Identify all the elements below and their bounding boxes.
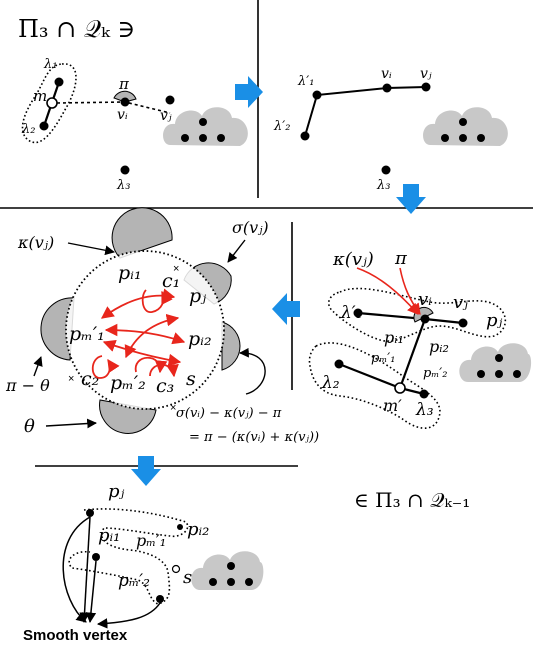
label-lambda3-4: λ₃ [415, 400, 434, 420]
label-lambda3-2: λ₃ [376, 178, 390, 193]
label-p-m1-5: pₘ′₁ [136, 531, 166, 550]
panel-2: λ′₁ λ′₂ vᵢ vⱼ λ₃ [273, 66, 508, 193]
label-p-i2: pᵢ₂ [188, 328, 212, 350]
flow-arrow-down-1 [396, 184, 426, 214]
sector-left [40, 297, 75, 361]
label-c2: c₂ [81, 368, 99, 390]
label-lambda2p: λ′₂ [273, 119, 290, 134]
svg-text:×: × [68, 373, 74, 385]
label-p-i1-5: pᵢ₁ [98, 525, 120, 546]
label-lambda1: λ₁ [43, 57, 57, 72]
label-lambda2-4: λ₂ [321, 373, 340, 393]
lambda-cluster-outline [21, 63, 77, 144]
vj-node-4 [458, 318, 468, 328]
path-outline [68, 508, 189, 605]
lambda3-node-4 [419, 389, 429, 399]
label-p-j: pⱼ [189, 285, 206, 307]
lambda3-node [120, 165, 130, 175]
red-flow-curves [91, 288, 186, 379]
label-sigma-vj: σ(vⱼ) [232, 218, 269, 237]
label-p-j-5: pⱼ [108, 481, 125, 502]
label-lambda1p: λ′₁ [297, 74, 314, 89]
label-pi-4: π [394, 248, 408, 269]
label-p-i2-4: pᵢ₂ [429, 337, 449, 356]
label-vi: vᵢ [117, 107, 128, 123]
label-pi-minus-theta: π − θ [5, 376, 50, 395]
label-lambda3: λ₃ [116, 178, 130, 193]
vi-node-4 [420, 314, 430, 324]
label-theta: θ [24, 416, 35, 437]
lambda2-node [39, 121, 49, 131]
label-p-m1-4: pₘ′₁ [371, 351, 395, 366]
vj-node-2 [421, 82, 431, 92]
p-j-node-5 [86, 509, 94, 517]
label-p-m2: pₘ′₂ [110, 372, 146, 394]
label-vj: vⱼ [160, 108, 172, 124]
upper-dotted-region [327, 287, 507, 342]
label-p-m1: pₘ′₁ [69, 323, 105, 345]
svg-text:×: × [170, 402, 176, 414]
label-m: m [33, 87, 47, 105]
p-m2-node-5 [156, 595, 164, 603]
cloud-icon [191, 551, 264, 590]
vj-node [165, 95, 175, 105]
sector-right [221, 321, 241, 371]
label-p-i1: pᵢ₁ [118, 262, 142, 284]
formula-line-2: = π − (κ(vᵢ) + κ(vⱼ)) [189, 430, 319, 445]
vi-node [120, 97, 130, 107]
label-c3: c₃ [156, 375, 174, 397]
label-vj-2: vⱼ [420, 66, 432, 82]
panel-5-heading: ∈ Π₃ ∩ 𝒬ₖ₋₁ [354, 488, 470, 512]
label-p-j-4: pⱼ [486, 310, 503, 331]
panel-1: Π₃ ∩ 𝒬ₖ ∋ λ₁ m λ₂ π vᵢ vⱼ λ₃ [18, 15, 248, 193]
label-c1: c₁ [162, 270, 180, 292]
panel-4: κ(vⱼ) π vᵢ vⱼ λ′₁ pⱼ pᵢ₁ pᵢ₂ pₘ′₁ pₘ′₂ λ… [308, 248, 532, 429]
flow-arrow-right [235, 76, 263, 108]
label-vi-2: vᵢ [381, 66, 392, 82]
label-vi-4: vᵢ [418, 289, 432, 310]
lambda3-node-2 [381, 165, 391, 175]
sector-top-left [111, 207, 173, 259]
cloud-icon [423, 107, 508, 146]
label-pi: π [118, 75, 130, 93]
svg-text:×: × [173, 263, 179, 275]
panel-1-heading: Π₃ ∩ 𝒬ₖ ∋ [18, 15, 135, 43]
lambda2p-node [300, 131, 310, 141]
m-node [46, 97, 58, 109]
lambda1-node [54, 77, 64, 87]
label-p-i1-4: pᵢ₁ [384, 328, 404, 347]
label-m-prime: m′ [383, 396, 402, 415]
smooth-node-5 [92, 553, 100, 561]
vi-node-2 [382, 83, 392, 93]
label-vj-4: vⱼ [453, 292, 468, 313]
label-kappa-vj-4: κ(vⱼ) [332, 249, 374, 270]
label-lambda1p-4: λ′₁ [340, 303, 362, 323]
label-s: s [186, 368, 196, 390]
lambda2-node-4 [334, 359, 344, 369]
flow-arrow-left [272, 293, 300, 325]
lambda1p-node-4 [353, 308, 363, 318]
cloud-icon [459, 343, 532, 382]
m-prime-node [394, 382, 406, 394]
cloud-icon [163, 107, 248, 146]
label-p-m2-4: pₘ′₂ [423, 366, 447, 381]
smooth-vertex-label: Smooth vertex [23, 627, 128, 644]
formula-line-1: σ(vᵢ) − κ(vⱼ) − π [176, 406, 282, 421]
label-s-5: s [183, 567, 192, 588]
pi-sector [113, 90, 137, 103]
lambda1p-node [312, 90, 322, 100]
label-p-i2-5: pᵢ₂ [187, 519, 209, 540]
lower-dotted-region [308, 342, 441, 429]
flow-arrow-down-2 [131, 456, 161, 486]
panel-5: ∈ Π₃ ∩ 𝒬ₖ₋₁ pⱼ pᵢ₁ pₘ′₁ pᵢ₂ pₘ′₂ s Smoot… [23, 481, 470, 644]
label-p-m2-5: pₘ′₂ [118, 571, 150, 591]
label-kappa-vj: κ(vⱼ) [17, 233, 54, 252]
label-lambda2: λ₂ [21, 122, 35, 137]
panel-3: pᵢ₁ c₁ pⱼ pₘ′₁ pᵢ₂ c₂ pₘ′₂ c₃ s × × × κ(… [5, 207, 319, 445]
